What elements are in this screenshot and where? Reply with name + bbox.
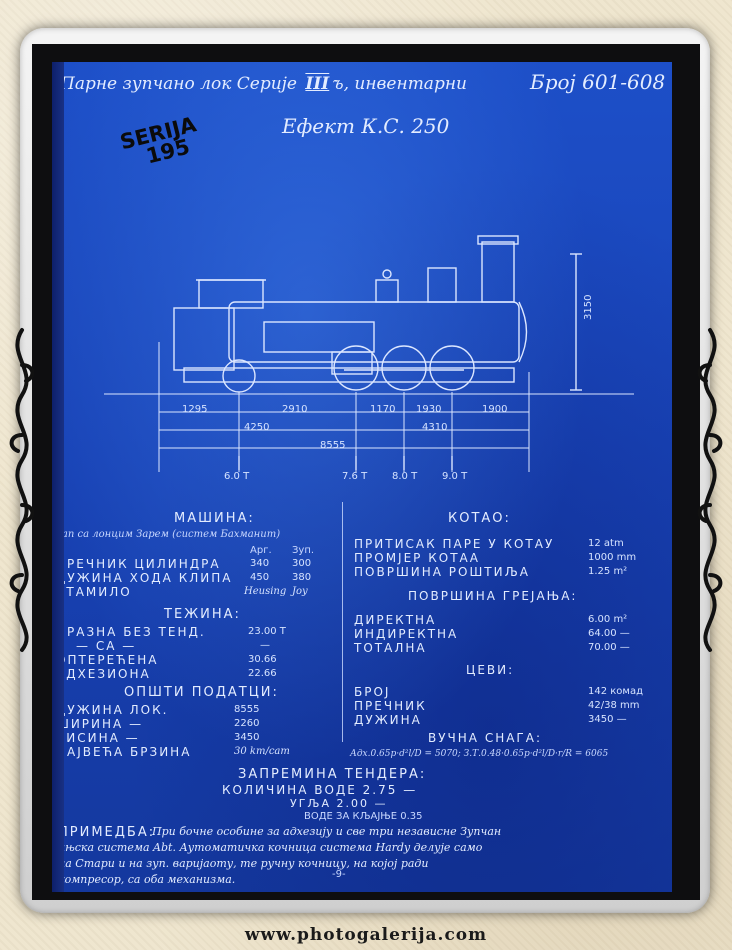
tender-line2: УГЉА 2.00 — [290, 797, 388, 810]
axle-load-1: 6.0 T [224, 471, 250, 482]
weight-row-label: ПРАЗНА БЕЗ ТЕНД. [64, 625, 206, 639]
note-line3: на Стари и на зуп. варијаоту, те ручну к… [64, 857, 429, 870]
weight-row-label: ОПТЕРЕЋЕНА [64, 653, 159, 667]
weight-row-value: 30.66 [248, 654, 277, 665]
tubes-row-value: 42/38 mm [588, 700, 640, 711]
boiler-row-value: 1000 mm [588, 552, 637, 563]
note-line1: При бочне особине за адхезију и све три … [152, 825, 502, 838]
general-row-value: 8555 [234, 704, 260, 715]
general-row-value: 3450 [234, 732, 260, 743]
axle-load-3: 8.0 T [392, 471, 418, 482]
machine-row-a: 340 [250, 558, 270, 569]
tender-title: ЗАПРЕМИНА ТЕНДЕРА: [238, 767, 427, 782]
dim-mid-2: 4310 [422, 422, 448, 433]
page-number: -9- [332, 869, 346, 880]
general-row-value: 30 km/сат [234, 746, 290, 757]
boiler-row-label: ПРИТИСАК ПАРЕ У КОТАУ [354, 537, 555, 551]
boiler-row-label: ПРОМЈЕР КОТАА [354, 551, 480, 565]
tubes-title: ЦЕВИ: [466, 663, 515, 677]
dim-top-2: 2910 [282, 404, 308, 415]
machine-title: МАШИНА: [174, 511, 255, 526]
general-row-label: ДУЖИНА ЛОК. [64, 703, 169, 717]
dim-height: 3150 [583, 294, 594, 320]
machine-col-b: Зуп. [292, 545, 315, 556]
tubes-row-label: ДУЖИНА [354, 713, 422, 727]
scroll-ornament-right [697, 328, 723, 652]
serija-stamp: SERIJA 195 [118, 112, 203, 172]
boiler-row-value: 1.25 m² [588, 566, 628, 577]
note-label: ПРИМЕДБА: [64, 825, 156, 840]
dim-mid-1: 4250 [244, 422, 270, 433]
dim-top-5: 1900 [482, 404, 508, 415]
general-row-label: ШИРИНА — [64, 717, 144, 731]
axle-load-4: 9.0 T [442, 471, 468, 482]
general-title: ОПШТИ ПОДАТЦИ: [124, 685, 279, 700]
weight-row-value: 22.66 [248, 668, 277, 679]
general-row-label: ВИСИНА — [64, 731, 140, 745]
boiler-row-label: ПОВРШИНА РОШТИЉА [354, 565, 530, 579]
tubes-row-value: 142 комад [588, 686, 644, 697]
dim-total: 8555 [320, 440, 346, 451]
weight-title: ТЕЖИНА: [164, 607, 241, 622]
traction-title: ВУЧНА СНАГА: [428, 731, 542, 745]
weight-row-value: 23.00 T [248, 626, 286, 637]
heating-row-value: 64.00 — [588, 628, 630, 639]
boiler-title: КОТАО: [448, 511, 511, 526]
axle-load-2: 7.6 T [342, 471, 368, 482]
heating-row-value: 6.00 m² [588, 614, 628, 625]
boiler-row-value: 12 atm [588, 538, 624, 549]
header-line1-left: Парне зупчано лок Серије [64, 74, 297, 94]
dim-top-3: 1170 [370, 404, 396, 415]
heating-row-label: ДИРЕКТНА [354, 613, 437, 627]
column-divider [342, 502, 343, 742]
machine-row-label: СТАМИЛО [64, 585, 132, 599]
weight-row-label: АДХЕЗИОНА [64, 667, 151, 681]
tender-line1: КОЛИЧИНА ВОДЕ 2.75 — [222, 783, 418, 797]
watermark-text: www.photogalerija.com [244, 925, 488, 945]
locomotive-drawing [104, 235, 634, 472]
heating-row-label: ТОТАЛНА [354, 641, 427, 655]
tubes-row-value: 3450 — [588, 714, 627, 725]
scroll-ornament-left [9, 328, 35, 652]
dim-top-4: 1930 [416, 404, 442, 415]
tubes-row-label: БРОЈ [354, 685, 391, 699]
note-line4: компресор, са оба механизма. [64, 873, 236, 886]
note-line2: ињска система Abt. Аутоматичка кочница с… [64, 841, 483, 854]
heating-row-value: 70.00 — [588, 642, 630, 653]
machine-col-a: Арг. [250, 545, 272, 556]
weight-row-label: — СА — [76, 639, 137, 653]
machine-row-label: ПРЕЧНИК ЦИЛИНДРА [64, 557, 221, 571]
machine-row-a: Heusing [244, 586, 287, 597]
header-line1-mid: ъ, инвентарни [332, 74, 467, 94]
machine-row-label: ДУЖИНА ХОДА КЛИПА [64, 571, 233, 585]
machine-row-a: 450 [250, 572, 270, 583]
machine-row-b: Joy [292, 586, 308, 597]
heating-row-label: ИНДИРЕКТНА [354, 627, 459, 641]
machine-row-b: 300 [292, 558, 312, 569]
tubes-row-label: ПРЕЧНИК [354, 699, 427, 713]
traction-formula: Адх.0.65р·d²l/D = 5070; З.Т.0.48·0.65р·d… [350, 749, 609, 759]
header-subtitle: Ефект К.С. 250 [282, 114, 450, 138]
machine-row-b: 380 [292, 572, 312, 583]
general-row-label: НАЈВЕЋА БРЗИНА [64, 745, 192, 759]
header-series-numeral: III [305, 74, 330, 94]
header-number: Број 601-608 [530, 70, 666, 94]
weight-row-value: — [260, 640, 270, 651]
heating-title: ПОВРШИНА ГРЕЈАЊА: [408, 589, 578, 603]
dim-top-1: 1295 [182, 404, 208, 415]
tender-line3: ВОДЕ ЗА КЉАЈЊЕ 0.35 [304, 811, 423, 822]
machine-subtitle: (ап са лонцим Зарем (систем Бахманит) [64, 529, 281, 540]
general-row-value: 2260 [234, 718, 260, 729]
